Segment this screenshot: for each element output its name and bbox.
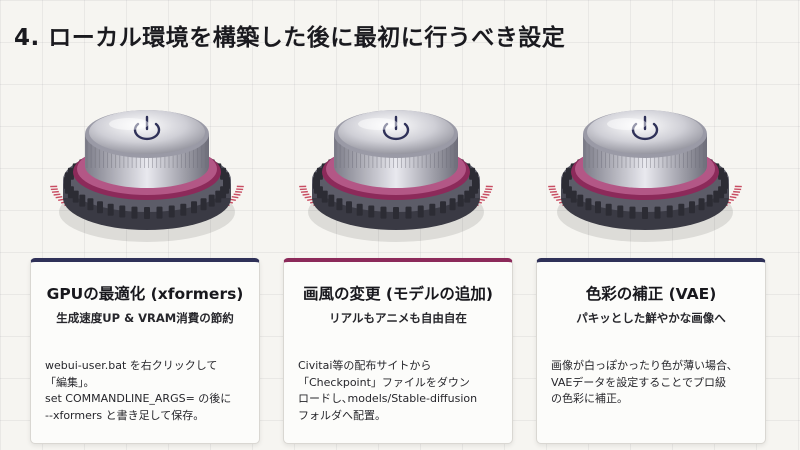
page-title: 4. ローカル環境を構築した後に最初に行うべき設定: [14, 25, 566, 51]
card-body: 画像が白っぽかったり色が薄い場合､ VAEデータを設定することでプロ級 の色彩に…: [547, 358, 755, 408]
card-model-change: 画風の変更 (モデルの追加) リアルもアニメも自由自在 Civitai等の配布サ…: [283, 258, 513, 444]
card-line: ロードし､models/Stable-diffusion: [298, 392, 478, 405]
card-line: VAEデータを設定することでプロ級: [551, 375, 726, 389]
card-body: Civitai等の配布サイトから 「Checkpoint」ファイルをダウン ロー…: [294, 358, 502, 424]
card-gpu-optimization: GPUの最適化 (xformers) 生成速度UP & VRAM消費の節約 we…: [30, 258, 260, 444]
card-line: webui-user.bat を右クリックして: [45, 359, 218, 372]
card-title: GPUの最適化 (xformers): [46, 285, 244, 303]
card-color-correction: 色彩の補正 (VAE) パキッとした鮮やかな画像へ 画像が白っぽかったり色が薄い…: [536, 258, 766, 444]
card-subtitle: リアルもアニメも自由自在: [329, 311, 467, 325]
card-line: --xformers と書き足して保存。: [45, 408, 205, 422]
card-title: 色彩の補正 (VAE): [585, 285, 717, 303]
card-line: の色彩に補正。: [551, 392, 628, 405]
card-body: webui-user.bat を右クリックして 「編集」。 set COMMAN…: [41, 358, 249, 424]
card-line: set COMMANDLINE_ARGS= の後に: [45, 392, 232, 405]
card-line: Civitai等の配布サイトから: [298, 359, 432, 372]
card-title: 画風の変更 (モデルの追加): [302, 285, 494, 303]
card-line: フォルダへ配置。: [298, 408, 386, 422]
power-knob-icon: [47, 72, 247, 250]
power-knob-icon: [545, 72, 745, 250]
power-knob-icon: [296, 72, 496, 250]
card-subtitle: 生成速度UP & VRAM消費の節約: [56, 311, 234, 325]
card-line: 「Checkpoint」ファイルをダウン: [298, 375, 470, 389]
card-line: 「編集」。: [45, 375, 95, 389]
card-line: 画像が白っぽかったり色が薄い場合､: [551, 359, 733, 372]
card-subtitle: パキッとした鮮やかな画像へ: [576, 311, 726, 325]
